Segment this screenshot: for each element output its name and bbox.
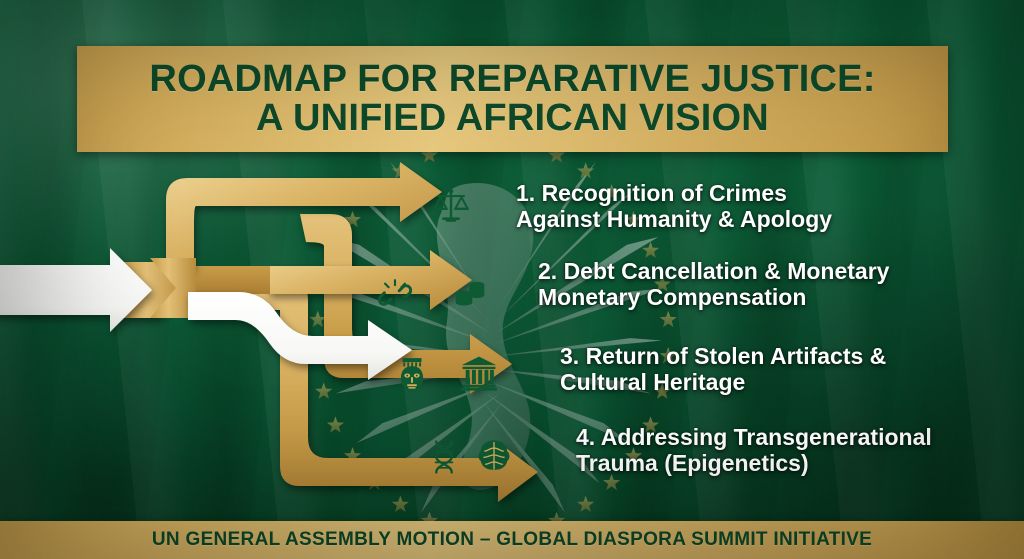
gold-merge-block — [150, 258, 196, 318]
step-4-line-1: 4. Addressing Transgenerational — [576, 424, 932, 450]
title-line-1: ROADMAP FOR REPARATIVE JUSTICE: — [149, 58, 876, 101]
step-2-line-1: 2. Debt Cancellation & Monetary — [538, 258, 890, 284]
step-3-line-1: 3. Return of Stolen Artifacts & — [560, 343, 887, 369]
gold-branch-arrow-1 — [166, 162, 442, 268]
roadmap-arrow-flow — [0, 160, 560, 510]
title-banner: ROADMAP FOR REPARATIVE JUSTICE: A UNIFIE… — [77, 46, 948, 152]
title-line-2: A UNIFIED AFRICAN VISION — [256, 97, 769, 139]
african-mask-icon — [396, 355, 428, 393]
white-s-curve-arrow — [188, 292, 412, 380]
step-item-2: 2. Debt Cancellation & Monetary Monetary… — [538, 258, 958, 310]
step-item-1: 1. Recognition of Crimes Against Humanit… — [516, 180, 916, 232]
flag-shadow-bottom-right — [544, 199, 1024, 559]
step-1-line-1: 1. Recognition of Crimes — [516, 180, 787, 206]
scales-of-justice-icon — [430, 185, 472, 227]
coin-stacks-icon — [452, 274, 488, 310]
brain-icon — [476, 438, 512, 472]
gold-branch-arrow-4 — [245, 280, 538, 502]
step-2-line-2: Monetary Compensation — [538, 284, 807, 311]
step-4-line-2: Trauma (Epigenetics) — [576, 450, 809, 477]
dna-helix-icon — [429, 440, 459, 474]
broken-chain-icon — [378, 278, 412, 312]
step-item-4: 4. Addressing Transgenerational Trauma (… — [576, 424, 976, 476]
white-entry-arrow — [0, 248, 152, 332]
museum-building-icon — [460, 355, 498, 391]
step-3-line-2: Cultural Heritage — [560, 369, 746, 396]
step-item-3: 3. Return of Stolen Artifacts & Cultural… — [560, 343, 960, 395]
gold-branch-arrow-2 — [268, 250, 472, 310]
step-1-line-2: Against Humanity & Apology — [516, 206, 833, 233]
footer-text: UN GENERAL ASSEMBLY MOTION – GLOBAL DIAS… — [151, 529, 873, 550]
footer-banner: UN GENERAL ASSEMBLY MOTION – GLOBAL DIAS… — [0, 521, 1024, 559]
page-title: ROADMAP FOR REPARATIVE JUSTICE: A UNIFIE… — [149, 60, 875, 138]
